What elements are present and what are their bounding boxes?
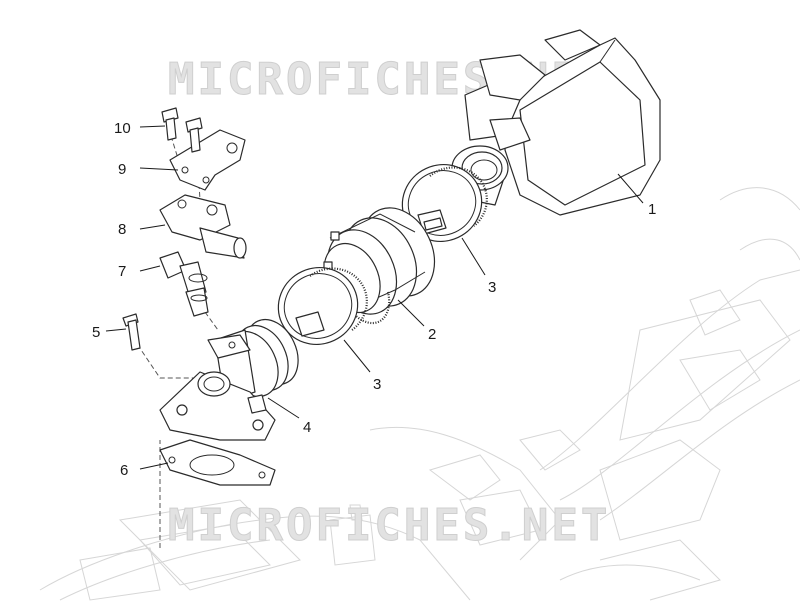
throttle-body-manifold (159, 318, 299, 441)
fuel-injector-holder (159, 194, 247, 259)
bracket (169, 129, 246, 191)
hose-clamp-upper (401, 164, 488, 242)
callout-7: 7 (118, 263, 126, 280)
callout-3-lower: 3 (373, 376, 381, 393)
watermark-bottom: MICROFICHES.NET (168, 500, 610, 551)
leader-lines (105, 125, 644, 470)
callout-2: 2 (428, 326, 436, 343)
callout-6: 6 (120, 462, 128, 479)
screw (122, 313, 141, 351)
callout-1: 1 (648, 201, 656, 218)
callout-4: 4 (303, 419, 311, 436)
callout-8: 8 (118, 221, 126, 238)
bolt (161, 107, 203, 153)
engine-ghost-outline (39, 187, 800, 601)
callout-5: 5 (92, 324, 100, 341)
callout-10: 10 (114, 120, 131, 137)
callout-9: 9 (118, 161, 126, 178)
manifold-gasket (159, 439, 276, 486)
callout-3-upper: 3 (488, 279, 496, 296)
callout-numbers: 1 2 3 3 4 5 6 7 8 9 10 (92, 120, 656, 479)
air-filter-box (451, 29, 661, 216)
hose-clamp-lower (277, 267, 368, 345)
injector-connector (159, 251, 209, 317)
